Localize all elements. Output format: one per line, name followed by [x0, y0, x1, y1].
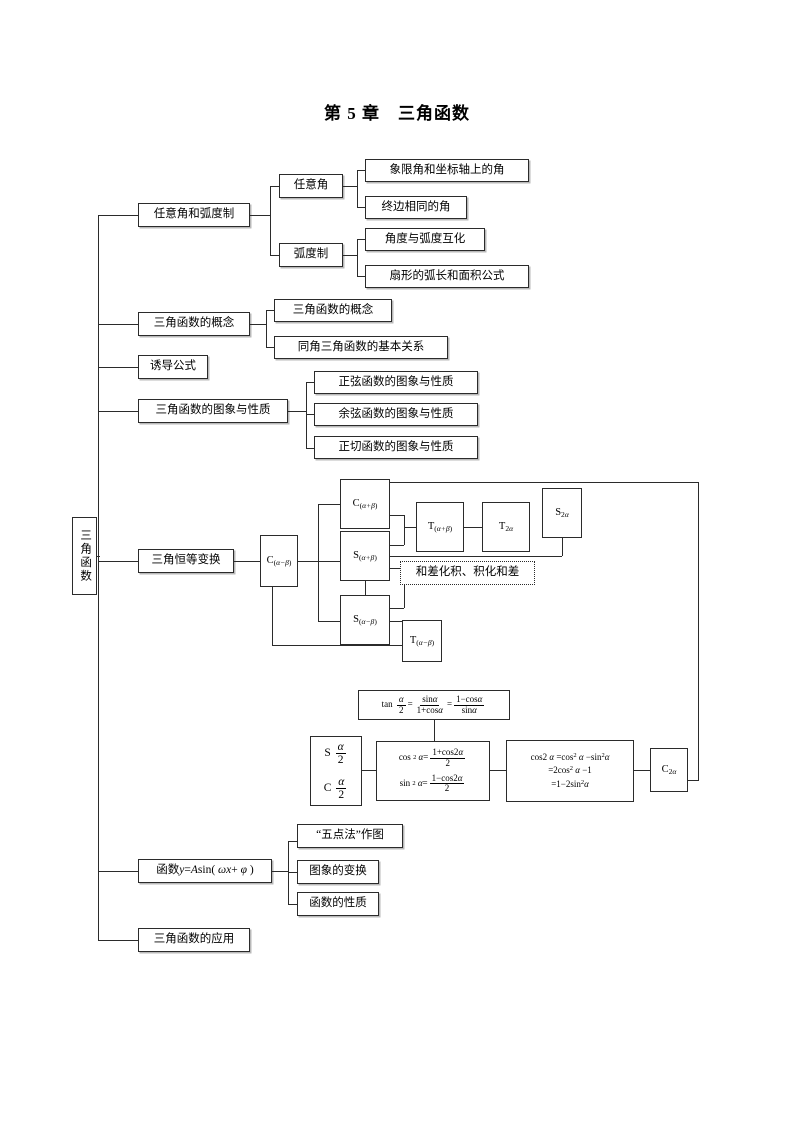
- t-apb-to-t2a: [464, 527, 482, 528]
- branch-trig-concept: 三角函数的概念: [138, 312, 250, 336]
- node-quadrant-angle: 象限角和坐标轴上的角: [365, 159, 529, 182]
- t-apb-join: [404, 515, 405, 545]
- node-t-alpha-minus-beta: T(α−β): [402, 620, 442, 662]
- branch6-c2-stem: [288, 872, 297, 873]
- branch6-out: [272, 871, 288, 872]
- node-coterminal-angle: 终边相同的角: [365, 196, 467, 219]
- radian-c2-stem: [357, 276, 365, 277]
- root-node-trig-functions: 三角函数: [72, 517, 97, 595]
- branch1-spine: [270, 186, 271, 255]
- node-s-2alpha: S2α: [542, 488, 582, 538]
- node-c-alpha-plus-beta: C(α+β): [340, 479, 390, 529]
- branch5-stem: [98, 561, 138, 562]
- node-tangent-graph: 正切函数的图象与性质: [314, 436, 478, 459]
- branch4-spine: [306, 382, 307, 448]
- c-amb-out: [298, 561, 344, 562]
- branch2-spine: [266, 310, 267, 347]
- tanhalf-drop: [434, 720, 435, 741]
- branch7-stem: [98, 940, 138, 941]
- sum-product-join: [404, 568, 405, 608]
- radian-out: [343, 255, 357, 256]
- any-angle-c1-stem: [357, 170, 365, 171]
- radian-spine: [357, 239, 358, 276]
- page-title: 第 5 章 三角函数: [324, 104, 470, 123]
- branch4-c1-stem: [306, 382, 314, 383]
- branch3-stem: [98, 367, 138, 368]
- cos2a-to-c2a: [634, 770, 650, 771]
- root-connector: [96, 556, 100, 557]
- s-amb-right: [390, 608, 404, 609]
- c-amb-stem: [234, 561, 260, 562]
- c-apb-stem: [318, 504, 340, 505]
- branch2-c2-stem: [266, 347, 274, 348]
- right-rail: [698, 482, 699, 780]
- branch4-out: [288, 411, 306, 412]
- branch-graph-properties: 三角函数的图象与性质: [138, 399, 288, 423]
- node-sine-graph: 正弦函数的图象与性质: [314, 371, 478, 394]
- node-sector-arc-area: 扇形的弧长和面积公式: [365, 265, 529, 288]
- branch1-sub1-stem: [270, 186, 279, 187]
- c-apb-top-wire: [390, 482, 698, 483]
- halfangle-to-cossq: [362, 770, 376, 771]
- any-angle-c2-stem: [357, 207, 365, 208]
- node-graph-transformation: 图象的变换: [297, 860, 379, 884]
- c-amb-bottom: [272, 645, 424, 646]
- branch2-out: [250, 324, 266, 325]
- node-sum-product-formulas: 和差化积、积化和差: [400, 561, 535, 585]
- node-degree-radian-convert: 角度与弧度互化: [365, 228, 485, 251]
- node-t-alpha-plus-beta: T(α+β): [416, 502, 464, 552]
- node-function-properties: 函数的性质: [297, 892, 379, 916]
- branch4-c2-stem: [306, 414, 314, 415]
- node-s-alpha-plus-beta: S(α+β): [340, 531, 390, 581]
- c-apb-right: [390, 515, 404, 516]
- node-t-2alpha: T2α: [482, 502, 530, 552]
- s-apb-lower-right: [390, 568, 404, 569]
- node-radian-system: 弧度制: [279, 243, 343, 267]
- node-same-angle-relations: 同角三角函数的基本关系: [274, 336, 448, 359]
- node-any-angle: 任意角: [279, 174, 343, 198]
- branch1-sub2-stem: [270, 255, 279, 256]
- node-c-2alpha: C2α: [650, 748, 688, 792]
- node-five-point-method: “五点法”作图: [297, 824, 403, 848]
- branch4-stem: [98, 411, 138, 412]
- s-pair-tie: [365, 581, 366, 595]
- branch2-c1-stem: [266, 310, 274, 311]
- branch-induction-formula: 诱导公式: [138, 355, 208, 379]
- branch-function-asin: 函数y=Asin( ωx+ φ ): [138, 859, 272, 883]
- branch6-stem: [98, 871, 138, 872]
- node-cosine-graph: 余弦函数的图象与性质: [314, 403, 478, 426]
- node-s-alpha-minus-beta: S(α−β): [340, 595, 390, 645]
- branch1-stem: [98, 215, 138, 216]
- branch-identity-transform: 三角恒等变换: [138, 549, 234, 573]
- node-double-angle-cos-formulas: cos2 α =cos2 α −sin2α =2cos2 α −1 =1−2si…: [506, 740, 634, 802]
- t-apb-stem: [404, 527, 416, 528]
- node-concept-of-trig: 三角函数的概念: [274, 299, 392, 322]
- any-angle-spine: [357, 170, 358, 207]
- right-rail-to-c2a: [688, 780, 699, 781]
- identity-spine: [318, 504, 319, 621]
- trunk-line: [98, 215, 99, 940]
- branch6-c1-stem: [288, 841, 297, 842]
- branch-trig-applications: 三角函数的应用: [138, 928, 250, 952]
- any-angle-out: [343, 186, 357, 187]
- branch2-stem: [98, 324, 138, 325]
- c-amb-drop: [272, 587, 273, 645]
- cossq-to-cos2a: [490, 770, 506, 771]
- s2a-to-sapb: [390, 556, 562, 557]
- branch6-c3-stem: [288, 904, 297, 905]
- s-amb-stem: [318, 621, 340, 622]
- radian-c1-stem: [357, 239, 365, 240]
- s2a-drop: [562, 538, 563, 556]
- node-c-alpha-minus-beta: C(α−β): [260, 535, 298, 587]
- s-apb-right: [390, 545, 404, 546]
- branch4-c3-stem: [306, 448, 314, 449]
- branch-any-angle-radian: 任意角和弧度制: [138, 203, 250, 227]
- branch1-out: [250, 215, 270, 216]
